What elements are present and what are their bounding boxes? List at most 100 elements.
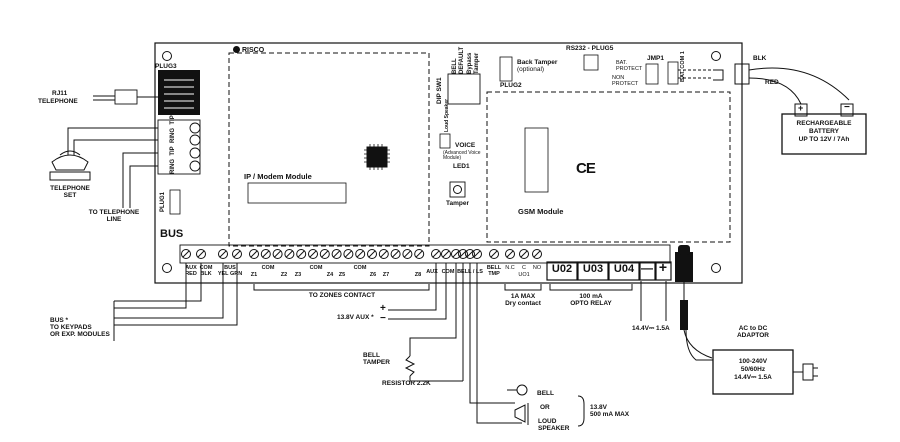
aux-minus: − [380, 313, 386, 324]
terminal-screw-slot [432, 250, 440, 258]
or-label: OR [540, 404, 550, 411]
terminal-screw [390, 249, 401, 259]
tamper-switch-body [449, 181, 466, 198]
terminal-screw-slot [250, 250, 258, 258]
plug3-label: PLUG3 [155, 63, 177, 70]
risco-logo-icon [233, 46, 240, 53]
terminal-screw [441, 249, 451, 259]
zone-label-z1: Z1 [250, 272, 258, 278]
terminal-screw-slot [182, 250, 190, 258]
ip-modem-module-label: IP / Modem Module [244, 172, 312, 181]
aux-13v8-label: 13.8V AUX * [337, 314, 374, 321]
zones-contact-label: TO ZONES CONTACT [308, 292, 376, 299]
tamper-label: Tamper [446, 200, 469, 207]
dip-switch-body [447, 73, 481, 105]
term-aux2: AUX [426, 269, 438, 275]
terminal-screw [519, 249, 529, 259]
plug2-label: PLUG2 [500, 82, 522, 89]
terminal-screw [355, 249, 366, 259]
terminal-screw-slot [459, 250, 467, 258]
terminal-screw [249, 249, 259, 259]
terminal-screw [532, 249, 542, 259]
dc-input-spec: 14.4V⎓ 1.5A [632, 325, 670, 332]
terminal-screw-slot [473, 250, 481, 258]
terminal-screw-slot [233, 250, 241, 258]
ce-mark: CE [576, 160, 596, 177]
zone-com-2: COM [309, 265, 323, 271]
terminal-screw [343, 249, 354, 259]
battery-box [781, 113, 867, 155]
term-no: NO [532, 265, 542, 271]
terminal-screw-slot [368, 250, 376, 258]
dip-label-default: DEFAULT [459, 46, 465, 74]
voice-label: VOICE [455, 142, 476, 149]
terminal-screw-slot [380, 250, 388, 258]
terminal-screw-slot [392, 250, 399, 258]
terminal-screw-slot [356, 250, 364, 258]
terminal-screw [451, 249, 461, 259]
terminal-screw [431, 249, 441, 259]
aux-plus: + [380, 303, 386, 314]
rs232-label: RS232 - PLUG5 [566, 45, 614, 52]
terminal-screw [296, 249, 307, 259]
loud-speaker-label: Loud Speaker [444, 98, 450, 132]
terminal-screw [472, 249, 482, 259]
terminal-strip [179, 244, 671, 264]
terminal-screw-slot [321, 250, 329, 258]
main-board [154, 42, 743, 284]
ip-modem-module-outline [228, 52, 430, 247]
battery-plus-terminal: + [798, 103, 804, 113]
zone-label-z4: Z4 [326, 272, 334, 278]
telephone-label: TELEPHONE [38, 98, 78, 105]
term-com2: COM [441, 269, 455, 275]
terminal-screw-slot [333, 250, 340, 258]
dip-label-bell: BELL [452, 58, 458, 74]
battery-minus-terminal: − [844, 102, 850, 113]
terminal-screw-slot [415, 250, 423, 258]
rj11-plug [114, 89, 138, 105]
terminal-screw-slot [452, 250, 460, 258]
output-u04: U04 [613, 263, 635, 275]
zone-label-z2: Z2 [280, 272, 288, 278]
terminal-screw-slot [506, 250, 514, 258]
dc-plus: + [658, 259, 668, 275]
terminal-screw [489, 249, 499, 259]
jmp1-label: JMP1 [647, 55, 664, 62]
gsm-header [524, 127, 549, 193]
red-wire-label: RED [765, 79, 779, 86]
terminal-screw [218, 249, 228, 259]
gsm-module-label: GSM Module [518, 207, 564, 216]
terminal-screw [308, 249, 318, 259]
terminal-screw [414, 249, 425, 259]
terminal-screw-slot [520, 250, 528, 258]
terminal-screw [260, 249, 271, 259]
terminal-screw [367, 249, 377, 259]
terminal-screw-slot [309, 250, 317, 258]
term-nc: N.C [505, 265, 515, 271]
terminal-screw [319, 249, 330, 259]
zone-label-z6: Z6 [369, 272, 377, 278]
zone-label-z7: Z7 [382, 272, 390, 278]
terminal-screw-row [181, 249, 542, 259]
terminal-screw-slot [466, 250, 474, 258]
ip-module-header [247, 182, 347, 204]
term-bell-ls: BELL / LS [457, 269, 483, 275]
bus-title: BUS [160, 228, 184, 240]
risco-logo: RISCO [233, 46, 264, 54]
zone-label-z5: Z5 [338, 272, 346, 278]
terminal-screw-slot [490, 250, 498, 258]
